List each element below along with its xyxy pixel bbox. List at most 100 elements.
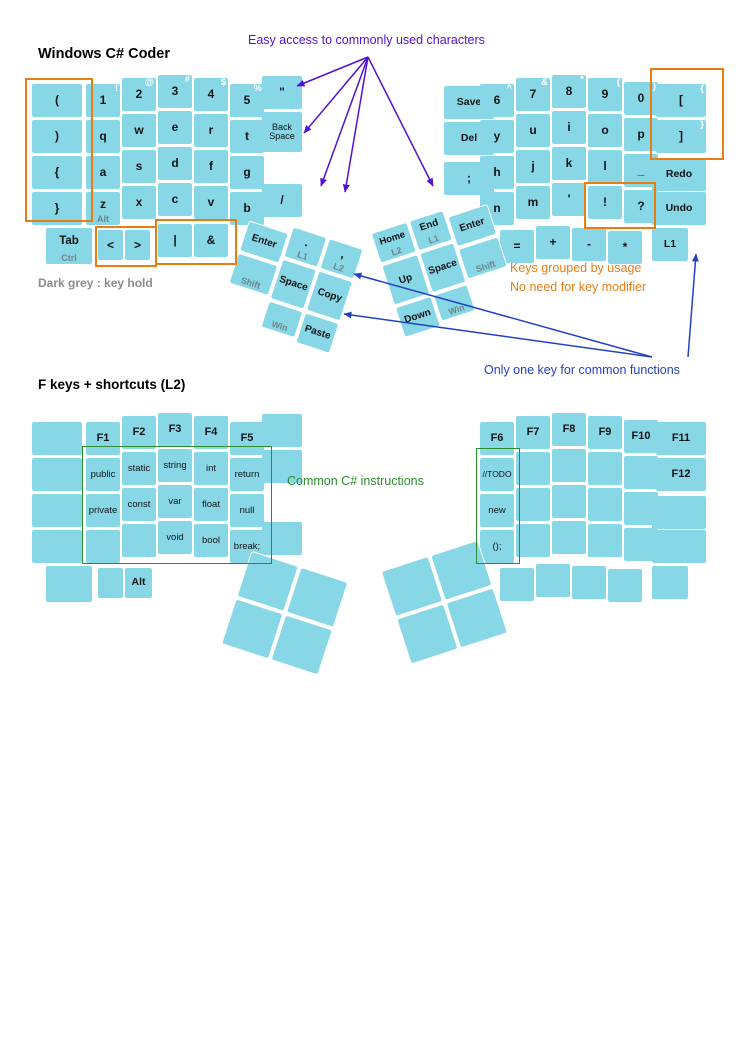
key-symbol: + <box>536 226 570 259</box>
key-f: f <box>194 150 228 183</box>
shifted-char: } <box>700 119 704 130</box>
key-symbol: " <box>262 76 302 109</box>
key-blank <box>397 604 458 664</box>
key-blank <box>122 524 156 557</box>
shifted-char: ! <box>114 83 118 94</box>
key-private: private <box>86 494 120 527</box>
shifted-char: @ <box>144 77 154 88</box>
key-g: g <box>230 156 264 189</box>
key-symbol: < <box>98 230 123 260</box>
key-blank <box>652 566 688 599</box>
shifted-char: # <box>184 74 190 85</box>
key-f4: F4 <box>194 416 228 449</box>
key-v: v <box>194 186 228 219</box>
key-blank <box>552 449 586 482</box>
key-t: t <box>230 120 264 153</box>
key-symbol: ( <box>32 84 82 117</box>
key-e: e <box>158 111 192 144</box>
key-blank <box>446 588 507 648</box>
key-symbol: ) <box>32 120 82 153</box>
key-symbol: | <box>158 224 192 257</box>
shifted-char: & <box>541 77 548 88</box>
key-4: 4$ <box>194 77 228 111</box>
key-blank <box>32 530 82 563</box>
key-f10: F10 <box>624 420 658 453</box>
key-blank <box>86 530 120 563</box>
key-f5: F5 <box>230 422 264 455</box>
key-2: 2@ <box>122 77 156 111</box>
key-symbol: { <box>32 156 82 189</box>
key-blank <box>652 496 706 529</box>
shifted-char: { <box>700 83 704 94</box>
key-hold-note: Dark grey : key hold <box>38 276 153 290</box>
shifted-char: ( <box>616 77 620 88</box>
hold-label: Ctrl <box>61 253 77 263</box>
key-f8: F8 <box>552 413 586 446</box>
key-blank <box>624 456 658 489</box>
key-blank <box>262 522 302 555</box>
key-c: c <box>158 183 192 216</box>
key-s: s <box>122 150 156 183</box>
key-d: d <box>158 147 192 180</box>
key-f11: F11 <box>656 422 706 455</box>
key-k: k <box>552 147 586 180</box>
key-blank <box>287 568 348 627</box>
key-new: new <box>480 494 514 527</box>
key-symbol: ]} <box>656 119 706 153</box>
csharp-instructions-note: Common C# instructions <box>287 474 424 488</box>
key-static: static <box>122 452 156 485</box>
shifted-char: % <box>253 83 262 94</box>
key-3: 3# <box>158 74 192 108</box>
key-symbol: & <box>194 224 228 257</box>
key-symbol: * <box>608 231 642 264</box>
key-const: const <box>122 488 156 521</box>
key-blank <box>32 422 82 455</box>
grouped-by-usage-note: Keys grouped by usage <box>510 261 642 275</box>
key-blank <box>516 452 550 485</box>
key-symbol: (); <box>480 530 514 563</box>
key-int: int <box>194 452 228 485</box>
key-f9: F9 <box>588 416 622 449</box>
key-p: p <box>624 118 658 151</box>
key-blank <box>516 488 550 521</box>
key-blank <box>271 615 332 675</box>
key-var: var <box>158 485 192 518</box>
key-blank <box>572 566 606 599</box>
key-blank <box>588 452 622 485</box>
section-title-fkeys: F keys + shortcuts (L2) <box>38 377 186 392</box>
page-title: Windows C# Coder <box>38 46 170 62</box>
key-public: public <box>86 458 120 491</box>
key-u: u <box>516 114 550 147</box>
key-r: r <box>194 114 228 147</box>
key-blank <box>32 458 82 491</box>
key-return: return <box>230 458 264 491</box>
easy-access-note: Easy access to commonly used characters <box>248 33 485 47</box>
hold-label: Alt <box>97 214 109 224</box>
key-blank <box>46 566 92 602</box>
shifted-char: $ <box>220 77 226 88</box>
key-symbol: } <box>32 192 82 225</box>
key-f1: F1 <box>86 422 120 455</box>
key-symbol: [{ <box>656 83 706 117</box>
key-8: 8* <box>552 74 586 108</box>
key-blank <box>516 524 550 557</box>
key-blank <box>552 485 586 518</box>
key-m: m <box>516 186 550 219</box>
key-symbol: > <box>125 230 150 260</box>
key-blank <box>608 569 642 602</box>
key-y: y <box>480 120 514 153</box>
key-blank <box>98 568 123 598</box>
key-alt: Alt <box>125 568 152 598</box>
key-f7: F7 <box>516 416 550 449</box>
key-blank <box>262 414 302 447</box>
one-key-note: Only one key for common functions <box>484 363 680 377</box>
key-symbol: - <box>572 228 606 261</box>
key-blank <box>588 488 622 521</box>
key-null: null <box>230 494 264 527</box>
key-symbol: ! <box>588 186 622 219</box>
key-l: l <box>588 150 622 183</box>
key-todo: //TODO <box>480 458 514 491</box>
key-6: 6^ <box>480 83 514 117</box>
